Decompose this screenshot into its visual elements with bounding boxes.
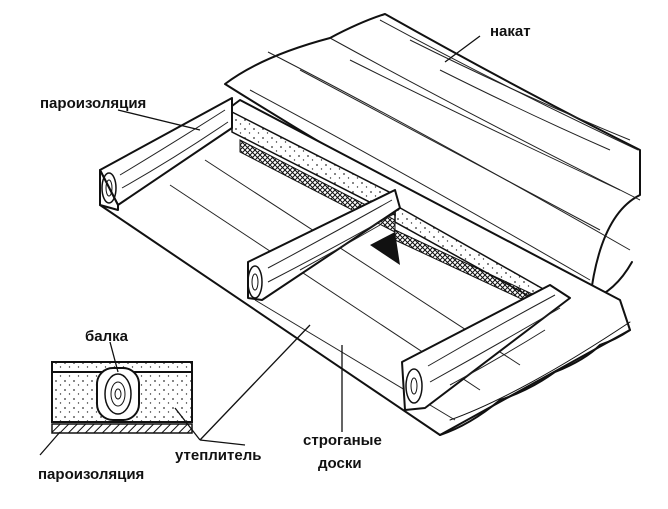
joist-middle [247,189,401,301]
label-planed-boards-line2: доски [318,455,362,472]
label-insulation: утеплитель [175,447,261,464]
label-joist: балка [85,328,129,345]
label-vapor-barrier-bottom: пароизоляция [38,466,144,483]
joist-left [99,97,233,211]
joist-right [401,284,571,411]
leader-lines [39,35,481,456]
insulation-layer [231,110,546,311]
cross-section-inset [51,361,193,434]
label-planed-boards-line1: строганые [303,432,382,449]
label-vapor-barrier-top: пароизоляция [40,95,146,112]
label-nakat: накат [490,23,531,40]
